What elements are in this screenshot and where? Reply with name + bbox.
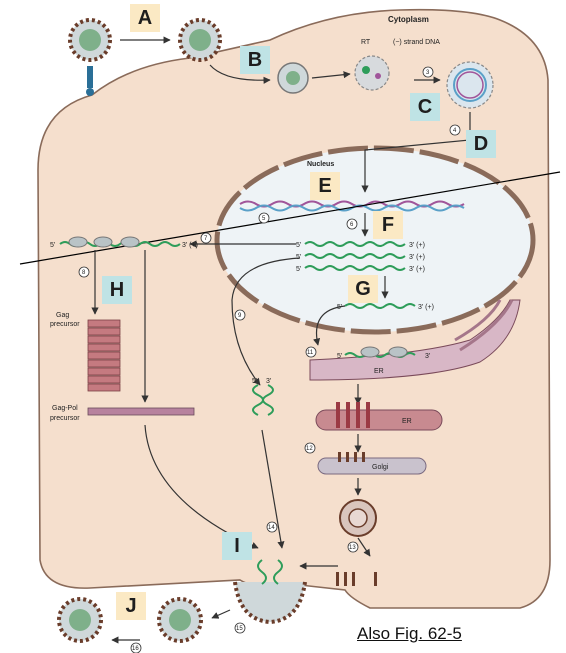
env-mrna xyxy=(344,303,416,309)
step-4: 4 xyxy=(453,128,457,134)
label-box-b: B xyxy=(240,46,270,74)
gag-label-1: Gag xyxy=(56,312,69,319)
label-box-d: D xyxy=(466,130,496,158)
genomic-rna-squiggle xyxy=(252,384,274,416)
label-g: G xyxy=(355,277,371,300)
genomic-rna-3prime: 3' xyxy=(266,378,271,385)
arrow-rt xyxy=(311,71,351,79)
polysome-5prime: 5' xyxy=(50,242,55,249)
er-membrane-top xyxy=(309,299,521,381)
label-box-f: F xyxy=(373,211,403,239)
step-3: 3 xyxy=(426,70,430,76)
label-box-i: I xyxy=(222,532,252,560)
step-6: 6 xyxy=(350,222,354,228)
env-proteins-golgi xyxy=(338,452,365,462)
polysome-3prime: 3' (+) xyxy=(182,242,198,249)
mrna-stack xyxy=(304,241,406,271)
gagpol-precursor-bar xyxy=(87,407,195,416)
label-a: A xyxy=(137,6,153,29)
arrow-release xyxy=(211,609,231,619)
label-box-e: E xyxy=(310,172,340,200)
label-box-c: C xyxy=(410,93,440,121)
virion-incoming xyxy=(68,18,112,62)
label-f: F xyxy=(381,213,395,236)
arrow-b xyxy=(209,64,271,84)
label-box-h: H xyxy=(102,276,132,304)
er-polysome xyxy=(344,346,416,358)
step-11: 11 xyxy=(307,350,314,356)
label-box-g: G xyxy=(348,275,378,303)
er-label-2: ER xyxy=(402,418,412,425)
step-14: 14 xyxy=(268,525,275,531)
step-circles: 3 4 5 6 7 8 9 11 12 13 14 15 16 xyxy=(78,66,461,653)
label-d: D xyxy=(473,132,489,155)
mrna-1-5prime: 5' xyxy=(296,242,301,249)
env-proteins-er xyxy=(336,402,370,428)
polysome-left xyxy=(59,236,181,248)
genomic-rna-5prime: 5' xyxy=(252,378,257,385)
diagonal-line xyxy=(19,171,561,265)
gagpol-label-1: Gag-Pol xyxy=(52,405,78,412)
label-box-a: A xyxy=(130,4,160,32)
step-12: 12 xyxy=(306,446,313,452)
budding-virion xyxy=(233,559,307,625)
mrna-3-3prime: 3' (+) xyxy=(409,266,425,273)
arrow-rna-to-assembly xyxy=(261,429,285,549)
uncoating-core xyxy=(277,62,309,94)
figure-reference: Also Fig. 62-5 xyxy=(357,624,462,643)
label-c: C xyxy=(417,95,433,118)
step-13: 13 xyxy=(349,545,356,551)
arrow-d xyxy=(361,112,471,193)
er-polysome-3prime: 3' xyxy=(425,353,430,360)
gag-precursor-stack xyxy=(87,319,121,392)
virion-fusing xyxy=(178,18,222,62)
mrna-2-3prime: 3' (+) xyxy=(409,254,425,261)
cd4-receptor xyxy=(86,66,94,96)
er-polysome-5prime: 5' xyxy=(337,353,342,360)
label-b: B xyxy=(247,48,263,71)
label-h: H xyxy=(109,278,125,301)
env-mrna-5prime: 5' xyxy=(337,304,342,311)
rt-label: RT xyxy=(361,39,371,46)
mrna-1-3prime: 3' (+) xyxy=(409,242,425,249)
env-mrna-3prime: 3' (+) xyxy=(418,304,434,311)
cytoplasm-label: Cytoplasm xyxy=(388,15,429,24)
dsdna-circle xyxy=(446,61,494,109)
step-15: 15 xyxy=(236,626,243,632)
arrow-genomic-rna xyxy=(231,257,301,386)
step-5: 5 xyxy=(262,216,266,222)
arrow-vesicle-to-membrane xyxy=(357,537,371,557)
reverse-transcription-complex xyxy=(354,55,390,91)
er-stacked-cisternae xyxy=(454,299,514,352)
step-16: 16 xyxy=(132,646,139,652)
gag-label-2: precursor xyxy=(50,321,80,328)
label-box-j: J xyxy=(116,592,146,620)
step-7: 7 xyxy=(204,236,208,242)
nucleus xyxy=(214,145,536,335)
membrane-env-spikes xyxy=(336,572,377,586)
mrna-3-5prime: 5' xyxy=(296,266,301,273)
mature-virion xyxy=(57,597,103,643)
arrow-to-er xyxy=(313,305,346,346)
er-compartment xyxy=(315,409,443,431)
immature-virion xyxy=(157,597,203,643)
golgi-compartment xyxy=(317,457,427,475)
label-e: E xyxy=(318,174,332,197)
step-9: 9 xyxy=(238,313,242,319)
nucleus-label: Nucleus xyxy=(307,161,334,168)
label-i: I xyxy=(234,534,240,557)
er-label-1: ER xyxy=(374,368,384,375)
transport-vesicle xyxy=(339,499,377,537)
label-j: J xyxy=(125,594,137,617)
strand-dna-label: (−) strand DNA xyxy=(393,39,440,46)
gagpol-label-2: precursor xyxy=(50,415,80,422)
step-8: 8 xyxy=(82,270,86,276)
golgi-label: Golgi xyxy=(372,464,389,471)
